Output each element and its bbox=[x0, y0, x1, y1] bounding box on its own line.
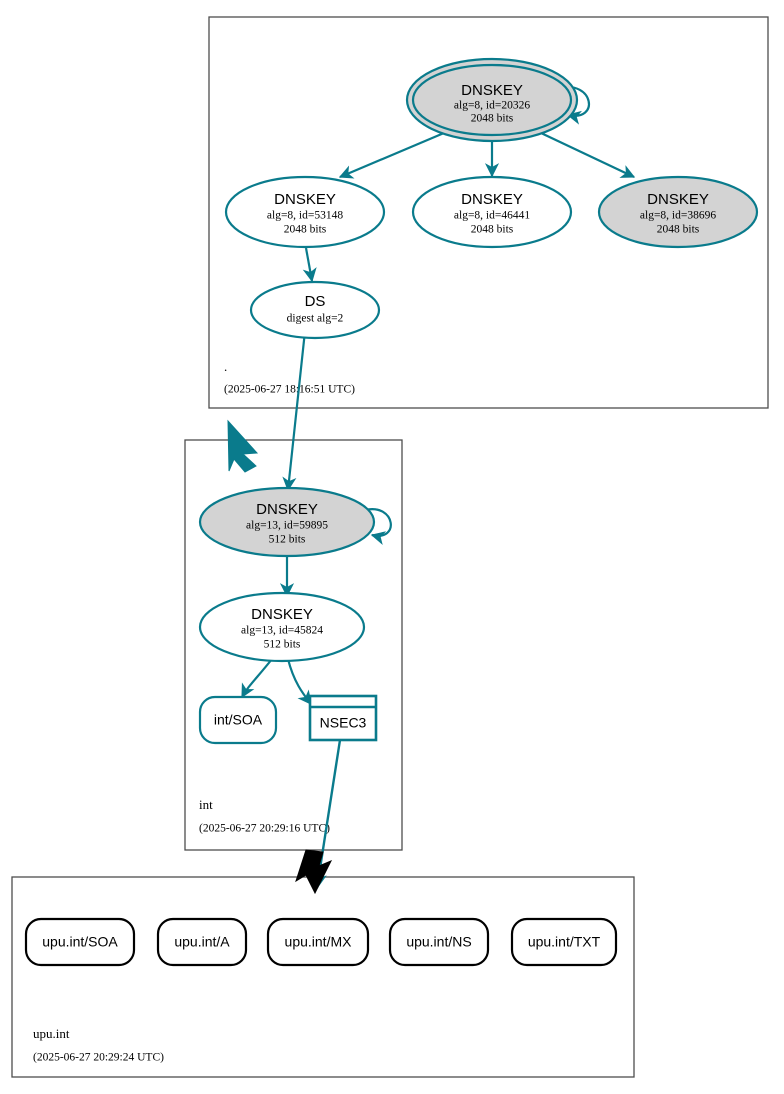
node-title: DNSKEY bbox=[256, 501, 318, 518]
node-shape bbox=[597, 175, 759, 249]
node-shape bbox=[24, 917, 136, 967]
node-title: DS bbox=[305, 293, 326, 310]
node-title: DNSKEY bbox=[647, 191, 709, 208]
node-shape bbox=[388, 917, 490, 967]
node-shape bbox=[510, 917, 618, 967]
node-int-soa-rrset[interactable]: int/SOA bbox=[198, 695, 278, 745]
node-title: DNSKEY bbox=[461, 191, 523, 208]
zone-label-upu-int: upu.int bbox=[33, 1026, 70, 1041]
edge-root-zsk-to-ds bbox=[302, 247, 317, 283]
node-upu-int-a-rrset[interactable]: upu.int/A bbox=[156, 917, 248, 967]
node-subtitle-alg: alg=8, id=20326 bbox=[454, 100, 530, 112]
delegation-arrow-root-to-int bbox=[227, 419, 259, 473]
node-title: DNSKEY bbox=[274, 191, 336, 208]
node-subtitle-bits: 512 bits bbox=[269, 534, 306, 546]
edge-root-ksk-to-zsk-38696 bbox=[540, 132, 636, 178]
node-title: DNSKEY bbox=[461, 82, 523, 99]
node-subtitle-bits: 2048 bits bbox=[284, 224, 327, 236]
node-root-zsk-38696-dnskey[interactable]: DNSKEY alg=8, id=38696 2048 bits bbox=[597, 175, 759, 249]
node-subtitle-digest: digest alg=2 bbox=[287, 313, 344, 325]
node-title: upu.int/TXT bbox=[528, 934, 601, 950]
node-shape bbox=[198, 695, 278, 745]
node-subtitle-alg: alg=8, id=53148 bbox=[267, 210, 343, 222]
node-int-zsk-dnskey[interactable]: DNSKEY alg=13, id=45824 512 bits bbox=[198, 591, 366, 663]
node-int-nsec3[interactable]: NSEC3 bbox=[308, 694, 378, 742]
node-title: upu.int/SOA bbox=[42, 934, 118, 950]
node-title: int/SOA bbox=[214, 712, 263, 728]
edge-int-zsk-to-int-soa bbox=[241, 658, 273, 699]
zone-timestamp-root: (2025-06-27 18:16:51 UTC) bbox=[224, 384, 355, 396]
node-shape bbox=[198, 486, 376, 558]
node-subtitle-alg: alg=8, id=38696 bbox=[640, 210, 716, 222]
node-shape bbox=[156, 917, 248, 967]
zone-timestamp-upu-int: (2025-06-27 20:29:24 UTC) bbox=[33, 1052, 164, 1064]
node-shape bbox=[198, 591, 366, 663]
node-root-ksk-dnskey[interactable]: DNSKEY alg=8, id=20326 2048 bits bbox=[405, 57, 579, 143]
node-upu-int-mx-rrset[interactable]: upu.int/MX bbox=[266, 917, 370, 967]
node-upu-int-ns-rrset[interactable]: upu.int/NS bbox=[388, 917, 490, 967]
edge-root-ksk-to-zsk-53148 bbox=[338, 131, 445, 179]
zone-label-root: . bbox=[224, 359, 227, 374]
node-subtitle-bits: 512 bits bbox=[264, 639, 301, 651]
delegation-arrow-int-to-upu-int bbox=[295, 849, 333, 895]
node-title: NSEC3 bbox=[320, 715, 367, 731]
node-root-zsk-46441-dnskey[interactable]: DNSKEY alg=8, id=46441 2048 bits bbox=[411, 175, 573, 249]
node-int-ksk-dnskey[interactable]: DNSKEY alg=13, id=59895 512 bits bbox=[198, 486, 376, 558]
node-subtitle-alg: alg=13, id=45824 bbox=[241, 625, 323, 637]
node-title: DNSKEY bbox=[251, 606, 313, 623]
node-root-zsk-53148-dnskey[interactable]: DNSKEY alg=8, id=53148 2048 bits bbox=[224, 175, 386, 249]
edge-ds-to-int-ksk bbox=[282, 330, 307, 492]
node-shape bbox=[308, 694, 378, 742]
zone-border-upu-int bbox=[11, 876, 635, 1078]
node-shape bbox=[224, 175, 386, 249]
node-upu-int-txt-rrset[interactable]: upu.int/TXT bbox=[510, 917, 618, 967]
edge-int-ksk-self-sign bbox=[364, 508, 392, 545]
node-shape bbox=[249, 280, 381, 340]
node-upu-int-soa-rrset[interactable]: upu.int/SOA bbox=[24, 917, 136, 967]
node-root-ds[interactable]: DS digest alg=2 bbox=[249, 280, 381, 340]
zone-box-upu-int: upu.int (2025-06-27 20:29:24 UTC) bbox=[11, 876, 635, 1078]
node-subtitle-alg: alg=13, id=59895 bbox=[246, 520, 328, 532]
node-shape-inner bbox=[411, 63, 573, 137]
node-title: upu.int/NS bbox=[406, 934, 471, 950]
node-subtitle-alg: alg=8, id=46441 bbox=[454, 210, 530, 222]
node-subtitle-bits: 2048 bits bbox=[657, 224, 700, 236]
node-title: upu.int/MX bbox=[285, 934, 353, 950]
node-shape bbox=[411, 175, 573, 249]
zone-timestamp-int: (2025-06-27 20:29:16 UTC) bbox=[199, 823, 330, 835]
node-title: upu.int/A bbox=[174, 934, 230, 950]
zone-label-int: int bbox=[199, 797, 213, 812]
node-shape bbox=[266, 917, 370, 967]
node-subtitle-bits: 2048 bits bbox=[471, 113, 514, 125]
node-subtitle-bits: 2048 bits bbox=[471, 224, 514, 236]
edge-nsec3-to-upu-int bbox=[311, 739, 342, 890]
